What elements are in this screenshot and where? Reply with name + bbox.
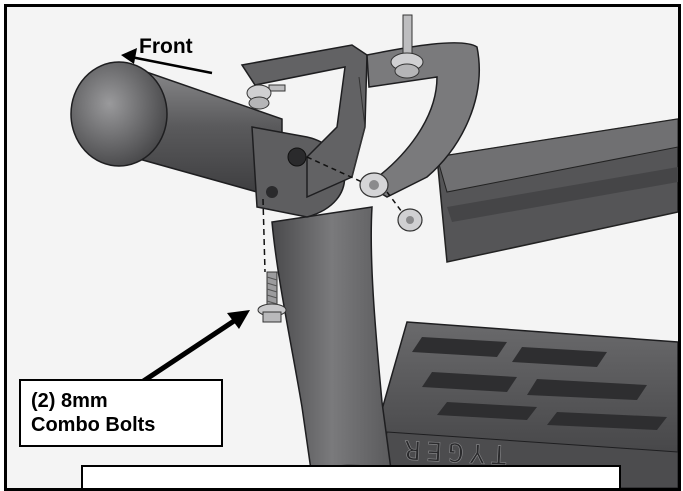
- brand-engraving: TYGER: [398, 433, 508, 469]
- combo-bolts-callout: (2) 8mm Combo Bolts: [19, 379, 223, 447]
- combo-bolt: [257, 198, 287, 323]
- vertical-leg: [271, 206, 395, 478]
- center-nut: [306, 156, 423, 232]
- side-rail: [436, 118, 678, 263]
- callout-arrow-icon: [140, 310, 250, 385]
- main-tube: [70, 61, 346, 218]
- left-stud: [246, 84, 286, 110]
- front-arrow-icon: [121, 48, 213, 75]
- callout-part-name: Combo Bolts: [31, 414, 156, 436]
- top-stud: [390, 14, 424, 79]
- mounting-bracket: [240, 42, 480, 199]
- front-label: Front: [139, 35, 193, 58]
- instruction-box: [81, 465, 621, 488]
- diagram-frame: TYGER Front (2) 8mm Combo Bolts: [4, 4, 681, 491]
- callout-quantity: (2) 8mm: [31, 390, 108, 412]
